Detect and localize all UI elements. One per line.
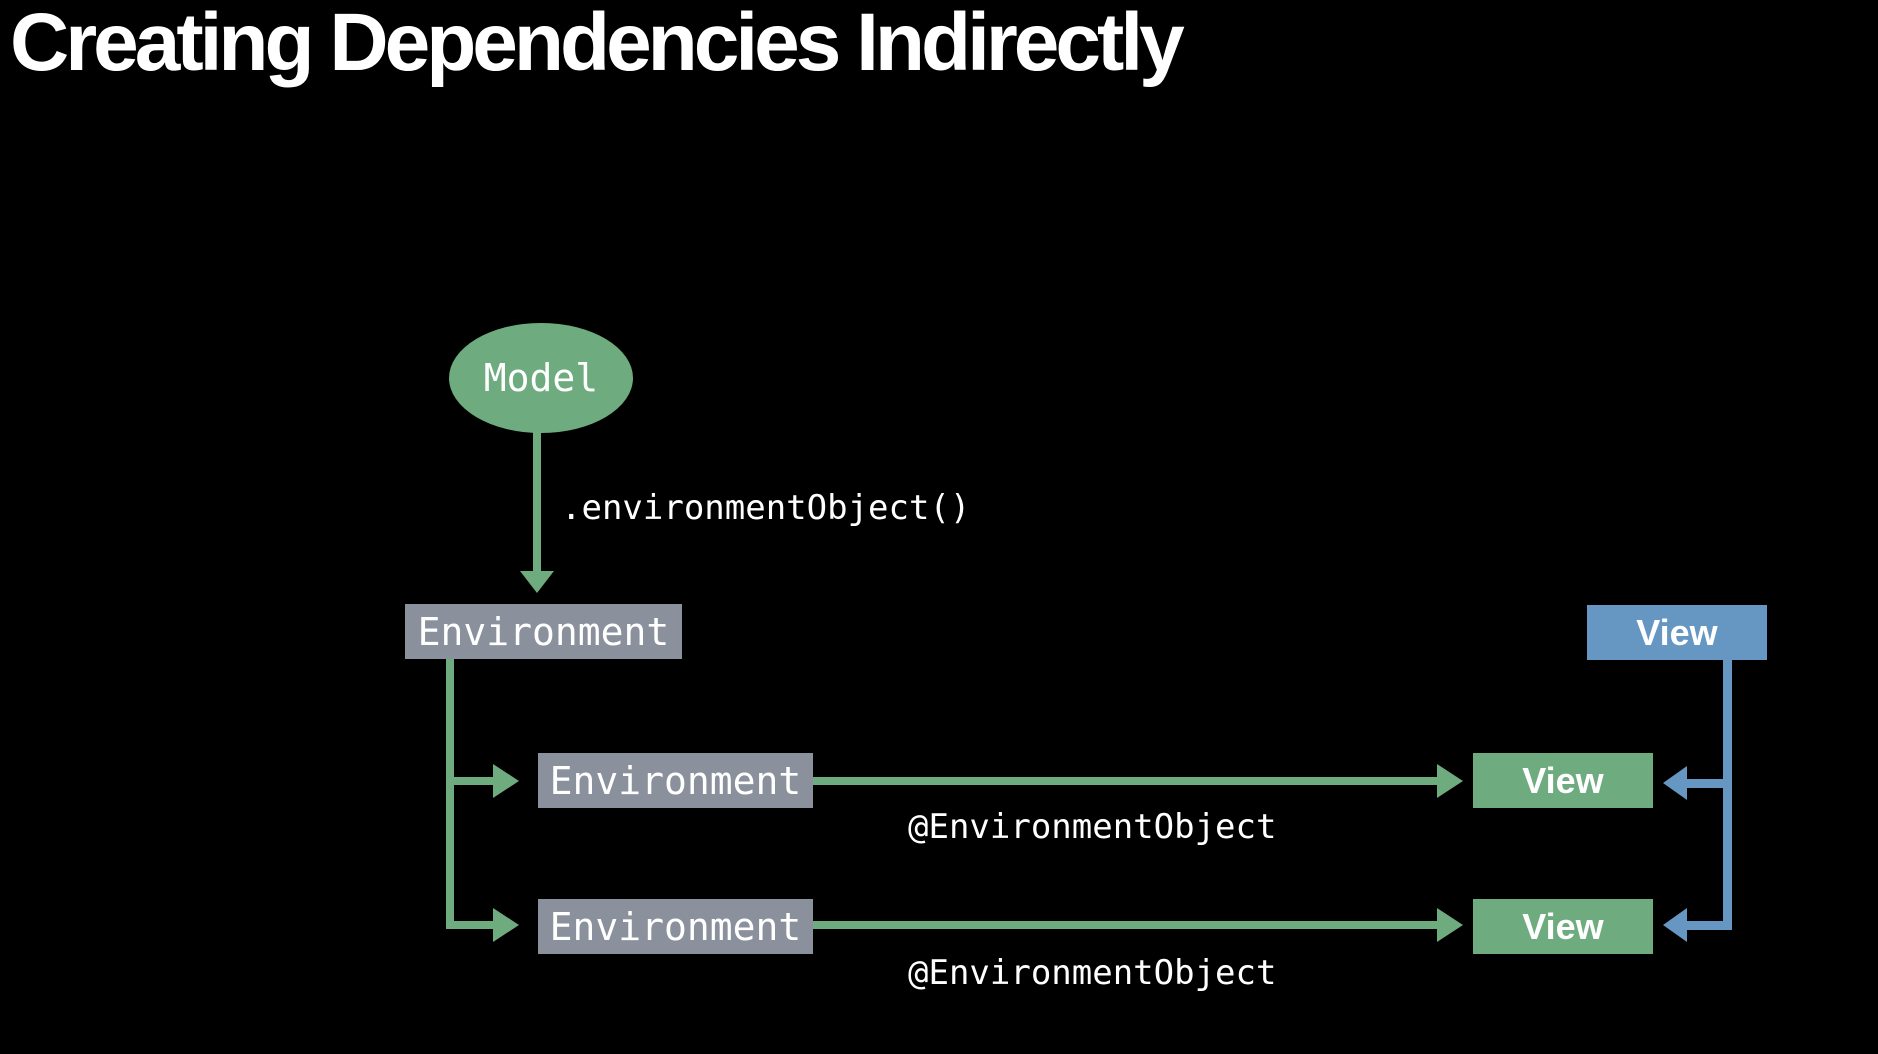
view-box-row2: View [1473, 899, 1653, 954]
parent-view-label: View [1636, 611, 1718, 653]
model-node: Model [449, 323, 633, 433]
environment-label-row1: Environment [549, 758, 802, 803]
environment-box-row1: Environment [538, 753, 813, 808]
parent-view-box: View [1587, 605, 1767, 660]
slide-title: Creating Dependencies Indirectly [10, 0, 1185, 88]
branch-row2-arrowhead-icon [493, 908, 519, 942]
environment-object-annotation-row1: @EnvironmentObject [908, 807, 1277, 847]
view-label-row1: View [1522, 759, 1604, 801]
parent-view-row1-arrowhead-icon [1663, 766, 1687, 800]
view-box-row1: View [1473, 753, 1653, 808]
parent-view-trunk-line [1723, 659, 1732, 930]
environment-to-view-row1-arrowhead-icon [1437, 764, 1463, 798]
branch-row1-line [446, 777, 494, 785]
parent-view-row1-line [1687, 779, 1723, 788]
parent-view-row2-arrowhead-icon [1663, 908, 1687, 942]
model-to-environment-line [533, 428, 541, 573]
model-to-environment-arrowhead-icon [520, 571, 554, 593]
environment-to-view-row1-line [813, 777, 1438, 785]
environment-to-view-row2-line [813, 921, 1438, 929]
branch-row1-arrowhead-icon [493, 764, 519, 798]
environment-root-box: Environment [405, 604, 682, 659]
parent-view-row2-line [1687, 921, 1732, 930]
environment-label-row2: Environment [549, 904, 802, 949]
environment-to-view-row2-arrowhead-icon [1437, 908, 1463, 942]
environment-object-annotation-row2: @EnvironmentObject [908, 953, 1277, 993]
branch-row2-line [446, 921, 494, 929]
environment-object-modifier-label: .environmentObject() [561, 488, 971, 528]
environment-branch-trunk-line [446, 659, 454, 929]
environment-root-label: Environment [417, 609, 670, 654]
model-node-label: Model [483, 356, 599, 400]
view-label-row2: View [1522, 905, 1604, 947]
environment-box-row2: Environment [538, 899, 813, 954]
